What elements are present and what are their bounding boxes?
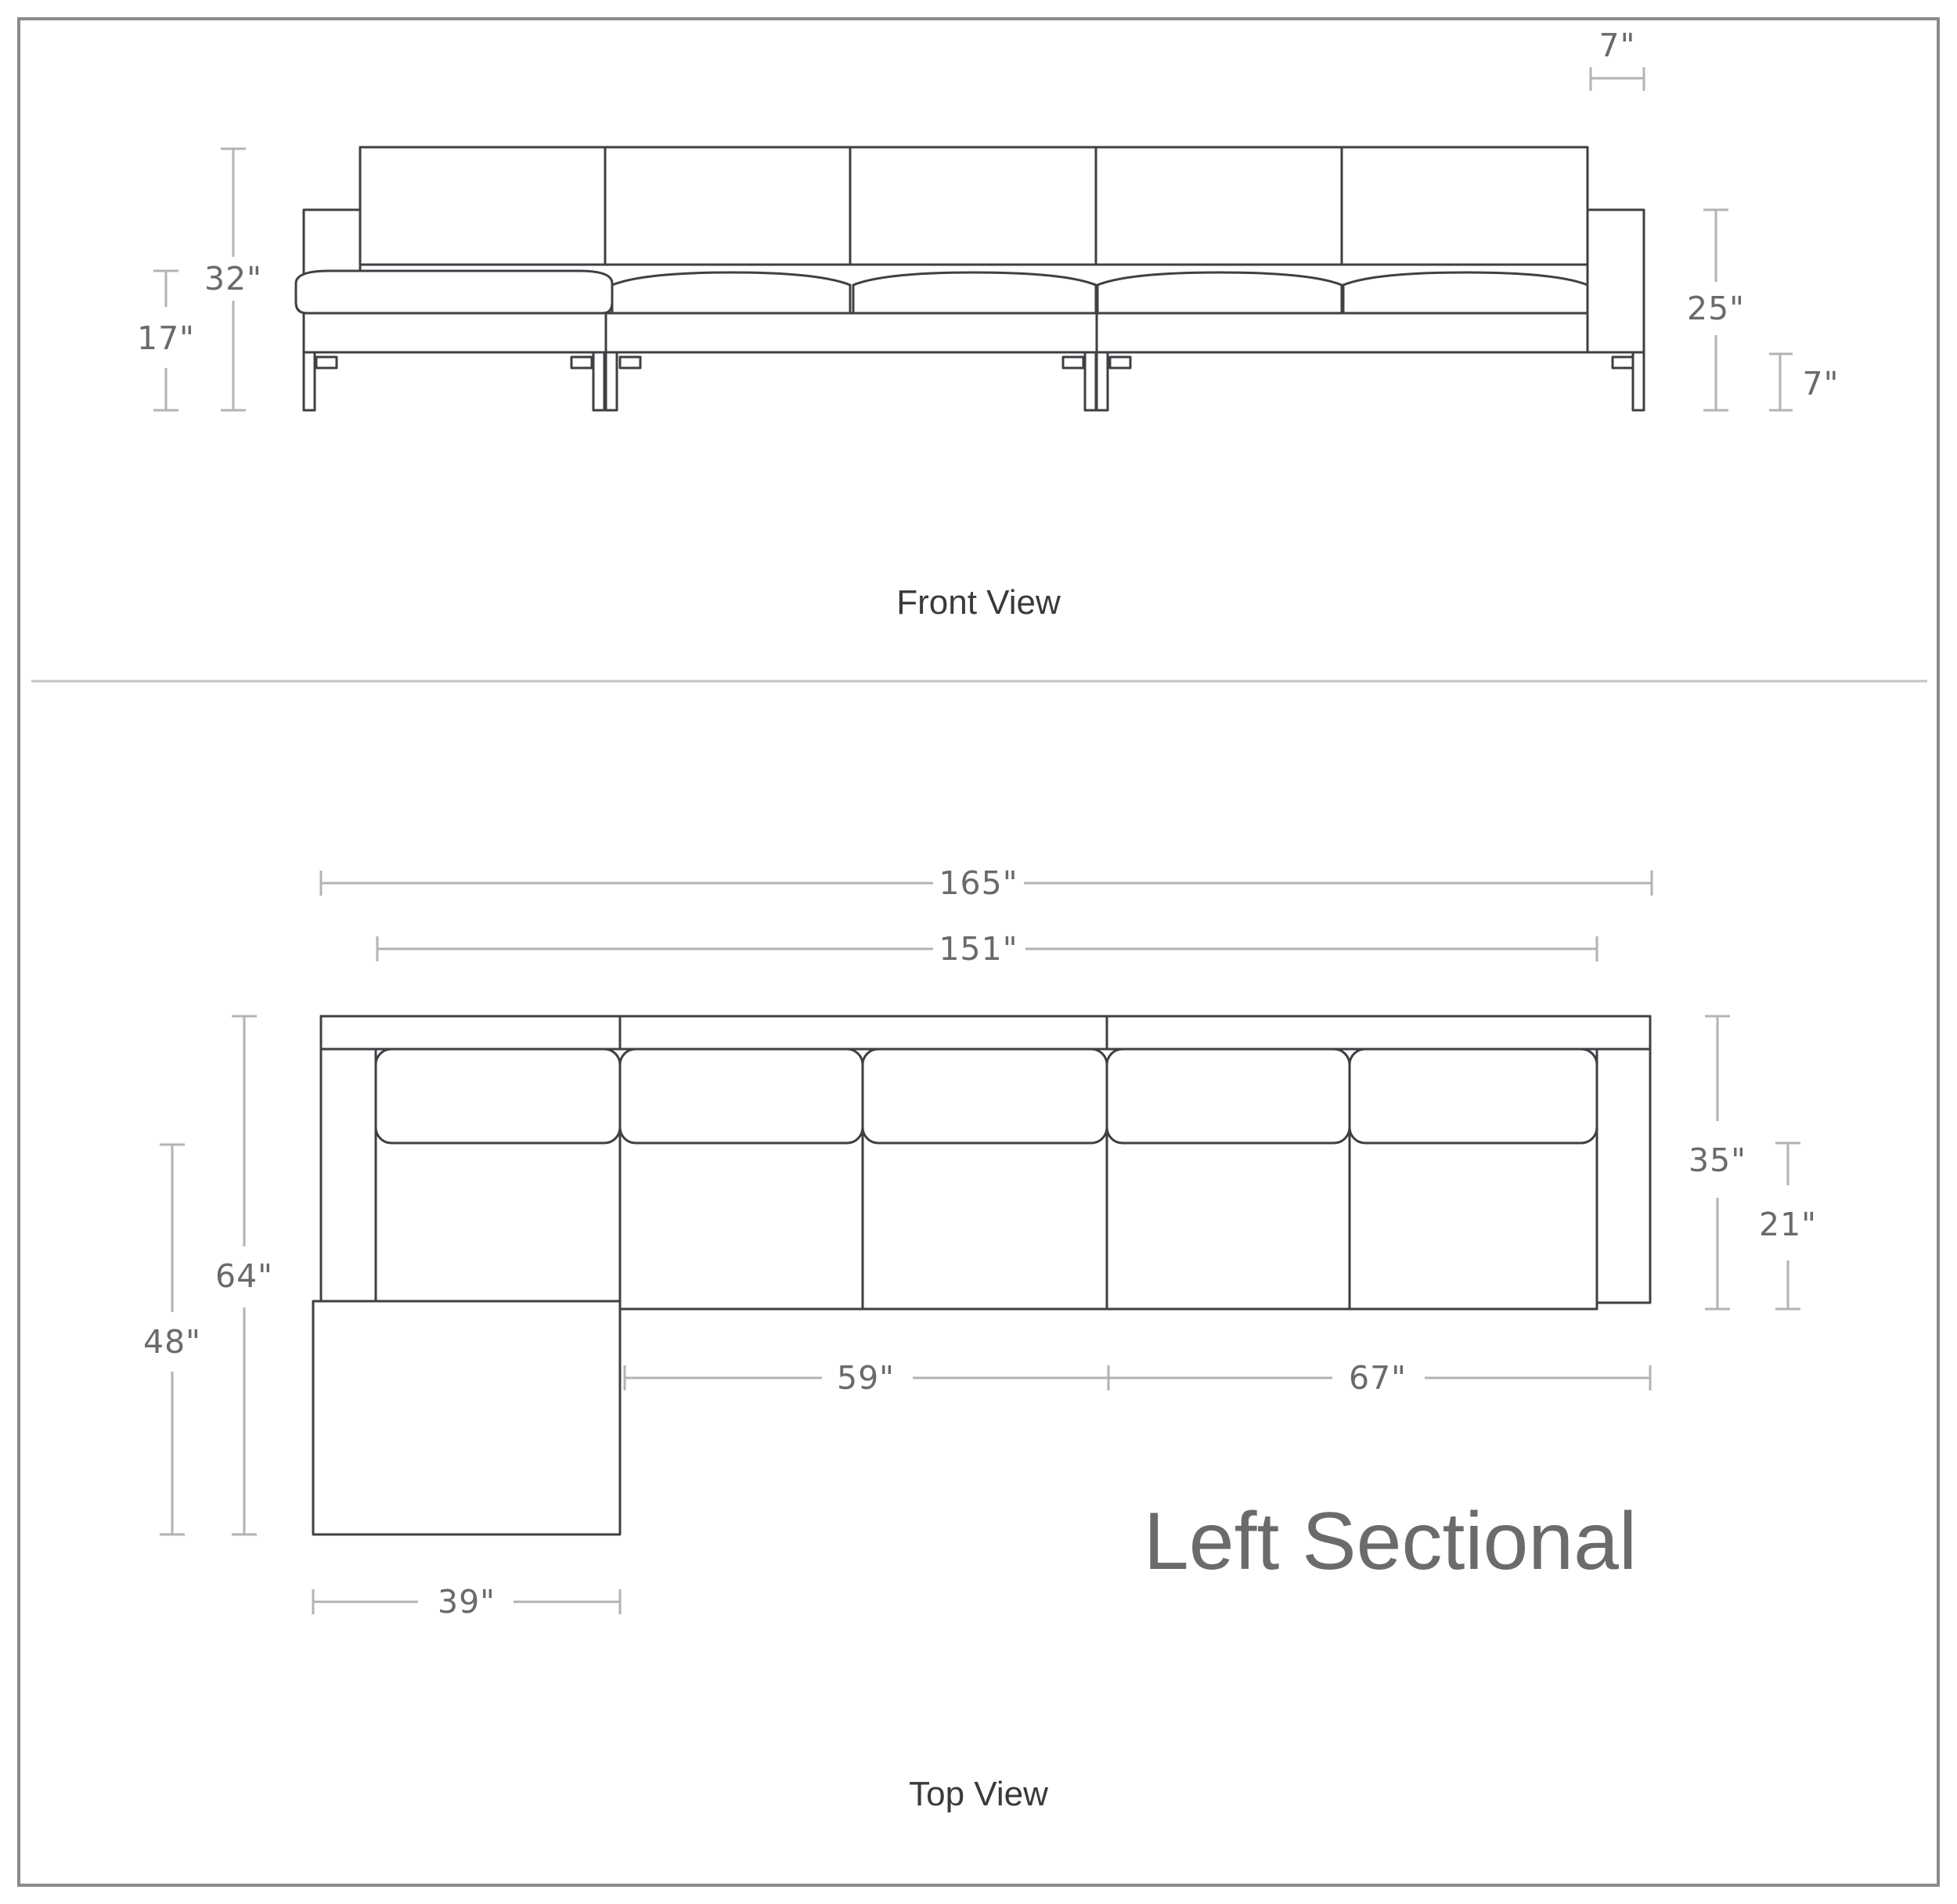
front-leg-2 <box>570 351 642 412</box>
dim-overall-depth: 64" <box>215 1257 273 1295</box>
dim-overall-width: 165" <box>939 864 1018 902</box>
top-back-cushion-2 <box>618 1048 864 1145</box>
front-back-cushion-5 <box>1340 146 1589 266</box>
dim-right-section: 67" <box>1349 1359 1407 1397</box>
top-right-arm <box>1595 1015 1652 1304</box>
dim-inner-width: 151" <box>939 930 1018 968</box>
top-dimension-lines <box>160 871 1800 1614</box>
front-view-label: Front View <box>896 583 1061 622</box>
front-back-cushion-2 <box>604 146 852 266</box>
front-seat-4 <box>1342 271 1589 315</box>
dim-seat-height: 17" <box>137 319 195 357</box>
dim-middle-section: 59" <box>837 1359 895 1397</box>
front-right-arm <box>1586 208 1645 354</box>
dim-seat-depth: 21" <box>1759 1206 1817 1243</box>
top-view-drawing <box>312 1015 1652 1536</box>
top-chaise <box>312 1300 622 1536</box>
front-view-drawing <box>294 146 1645 412</box>
front-leg-left <box>302 351 338 412</box>
dim-chaise-width: 39" <box>438 1583 496 1621</box>
top-view-label: Top View <box>909 1775 1048 1813</box>
front-back-cushion-4 <box>1094 146 1343 266</box>
front-back-cushion-1 <box>359 146 607 266</box>
front-seat-3 <box>1096 271 1343 315</box>
top-back-cushion-4 <box>1105 1048 1351 1145</box>
dim-overall-height: 32" <box>204 260 262 298</box>
top-back-cushion-5 <box>1348 1048 1598 1145</box>
dim-arm-width-top: 7" <box>1599 27 1636 64</box>
front-leg-3 <box>1061 351 1132 412</box>
top-seat-4 <box>1348 1110 1598 1311</box>
front-base-middle <box>604 312 1098 354</box>
front-base-right <box>1095 312 1589 354</box>
outer-frame <box>17 17 1940 1887</box>
dim-arm-height: 25" <box>1687 290 1745 327</box>
dim-depth: 35" <box>1688 1141 1746 1179</box>
front-chaise-seat <box>294 269 614 315</box>
top-seat-3 <box>1105 1110 1351 1311</box>
dim-chaise-depth: 48" <box>143 1323 201 1361</box>
dim-leg-height: 7" <box>1803 365 1840 402</box>
front-left-arm <box>302 208 362 276</box>
front-leg-right <box>1611 351 1645 412</box>
front-back-cushion-3 <box>849 146 1097 266</box>
front-seat-2 <box>852 271 1097 315</box>
top-back-frame <box>319 1015 1652 1051</box>
front-base-left <box>302 312 607 354</box>
product-title: Left Sectional <box>1144 1496 1637 1587</box>
top-left-arm <box>319 1015 377 1303</box>
top-back-cushion-1 <box>374 1048 622 1145</box>
top-back-cushion-3 <box>861 1048 1108 1145</box>
front-seat-1 <box>611 271 852 315</box>
front-dimension-lines <box>153 67 1793 412</box>
